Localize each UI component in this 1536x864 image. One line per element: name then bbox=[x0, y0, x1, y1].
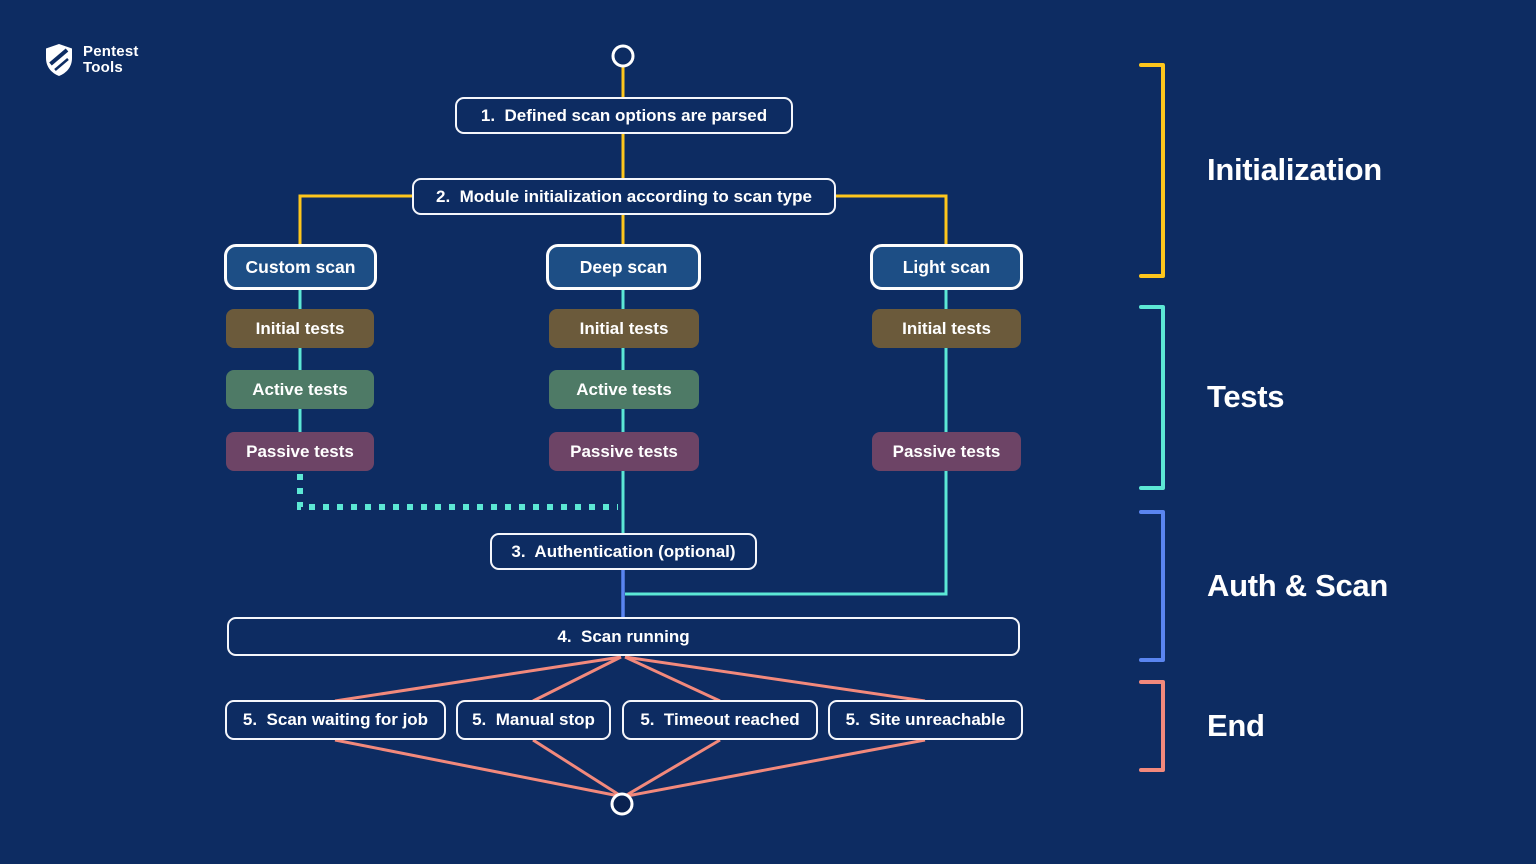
test-label: Initial tests bbox=[579, 318, 669, 338]
scan-type-light: Light scan bbox=[870, 244, 1023, 290]
custom-merge-dotted-line bbox=[297, 474, 618, 510]
test-label: Passive tests bbox=[570, 441, 678, 461]
bracket-auth-scan bbox=[1139, 510, 1165, 662]
step3-box: 3. Authentication (optional) bbox=[490, 533, 757, 570]
brand-name-line2: Tools bbox=[83, 59, 123, 76]
step1-box: 1. Defined scan options are parsed bbox=[455, 97, 793, 134]
bracket-tests bbox=[1139, 305, 1165, 490]
test-label: Passive tests bbox=[246, 441, 354, 461]
bracket-initialization bbox=[1139, 63, 1165, 278]
step4-label: 4. Scan running bbox=[557, 626, 690, 646]
init-connectors bbox=[298, 66, 948, 246]
legend-label-auth-scan: Auth & Scan bbox=[1207, 568, 1388, 603]
brand-logo: Pentest Tools bbox=[44, 43, 139, 77]
test-deep-initial: Initial tests bbox=[549, 309, 699, 348]
scan-type-custom-label: Custom scan bbox=[245, 256, 356, 277]
test-label: Active tests bbox=[252, 379, 348, 399]
step2-label: 2. Module initialization according to sc… bbox=[436, 186, 812, 206]
brand-name-line1: Pentest bbox=[83, 43, 139, 60]
scan-type-custom: Custom scan bbox=[224, 244, 377, 290]
legend-label-initialization: Initialization bbox=[1207, 152, 1382, 187]
test-label: Initial tests bbox=[255, 318, 345, 338]
end-node bbox=[610, 792, 634, 816]
end-state-label: 5. Timeout reached bbox=[640, 710, 800, 729]
test-custom-initial: Initial tests bbox=[226, 309, 374, 348]
end-state-timeout: 5. Timeout reached bbox=[622, 700, 818, 740]
test-custom-active: Active tests bbox=[226, 370, 374, 409]
shield-icon bbox=[46, 44, 72, 76]
start-node bbox=[611, 44, 635, 68]
brand-name: Pentest Tools bbox=[83, 44, 139, 76]
scan-type-light-label: Light scan bbox=[902, 256, 991, 277]
end-state-label: 5. Scan waiting for job bbox=[242, 710, 429, 729]
test-label: Passive tests bbox=[892, 441, 1001, 461]
end-connectors bbox=[334, 655, 926, 798]
test-label: Initial tests bbox=[902, 318, 991, 338]
legend-label-end: End bbox=[1207, 708, 1265, 743]
test-deep-passive: Passive tests bbox=[549, 432, 699, 471]
end-state-label: 5. Site unreachable bbox=[845, 710, 1006, 729]
legend-brackets bbox=[1139, 63, 1165, 772]
scan-type-deep: Deep scan bbox=[546, 244, 701, 290]
end-state-label: 5. Manual stop bbox=[472, 710, 595, 729]
test-deep-active: Active tests bbox=[549, 370, 699, 409]
end-state-manual-stop: 5. Manual stop bbox=[456, 700, 611, 740]
test-light-passive: Passive tests bbox=[872, 432, 1021, 471]
step4-box: 4. Scan running bbox=[227, 617, 1020, 656]
test-label: Active tests bbox=[576, 379, 672, 399]
scan-type-deep-label: Deep scan bbox=[579, 256, 668, 277]
end-state-unreachable: 5. Site unreachable bbox=[828, 700, 1023, 740]
legend-label-tests: Tests bbox=[1207, 379, 1285, 414]
test-light-initial: Initial tests bbox=[872, 309, 1021, 348]
bracket-end bbox=[1139, 680, 1165, 772]
end-state-scan-waiting: 5. Scan waiting for job bbox=[225, 700, 446, 740]
step1-label: 1. Defined scan options are parsed bbox=[480, 105, 768, 125]
step2-box: 2. Module initialization according to sc… bbox=[412, 178, 836, 215]
step3-label: 3. Authentication (optional) bbox=[511, 541, 736, 561]
test-custom-passive: Passive tests bbox=[226, 432, 374, 471]
